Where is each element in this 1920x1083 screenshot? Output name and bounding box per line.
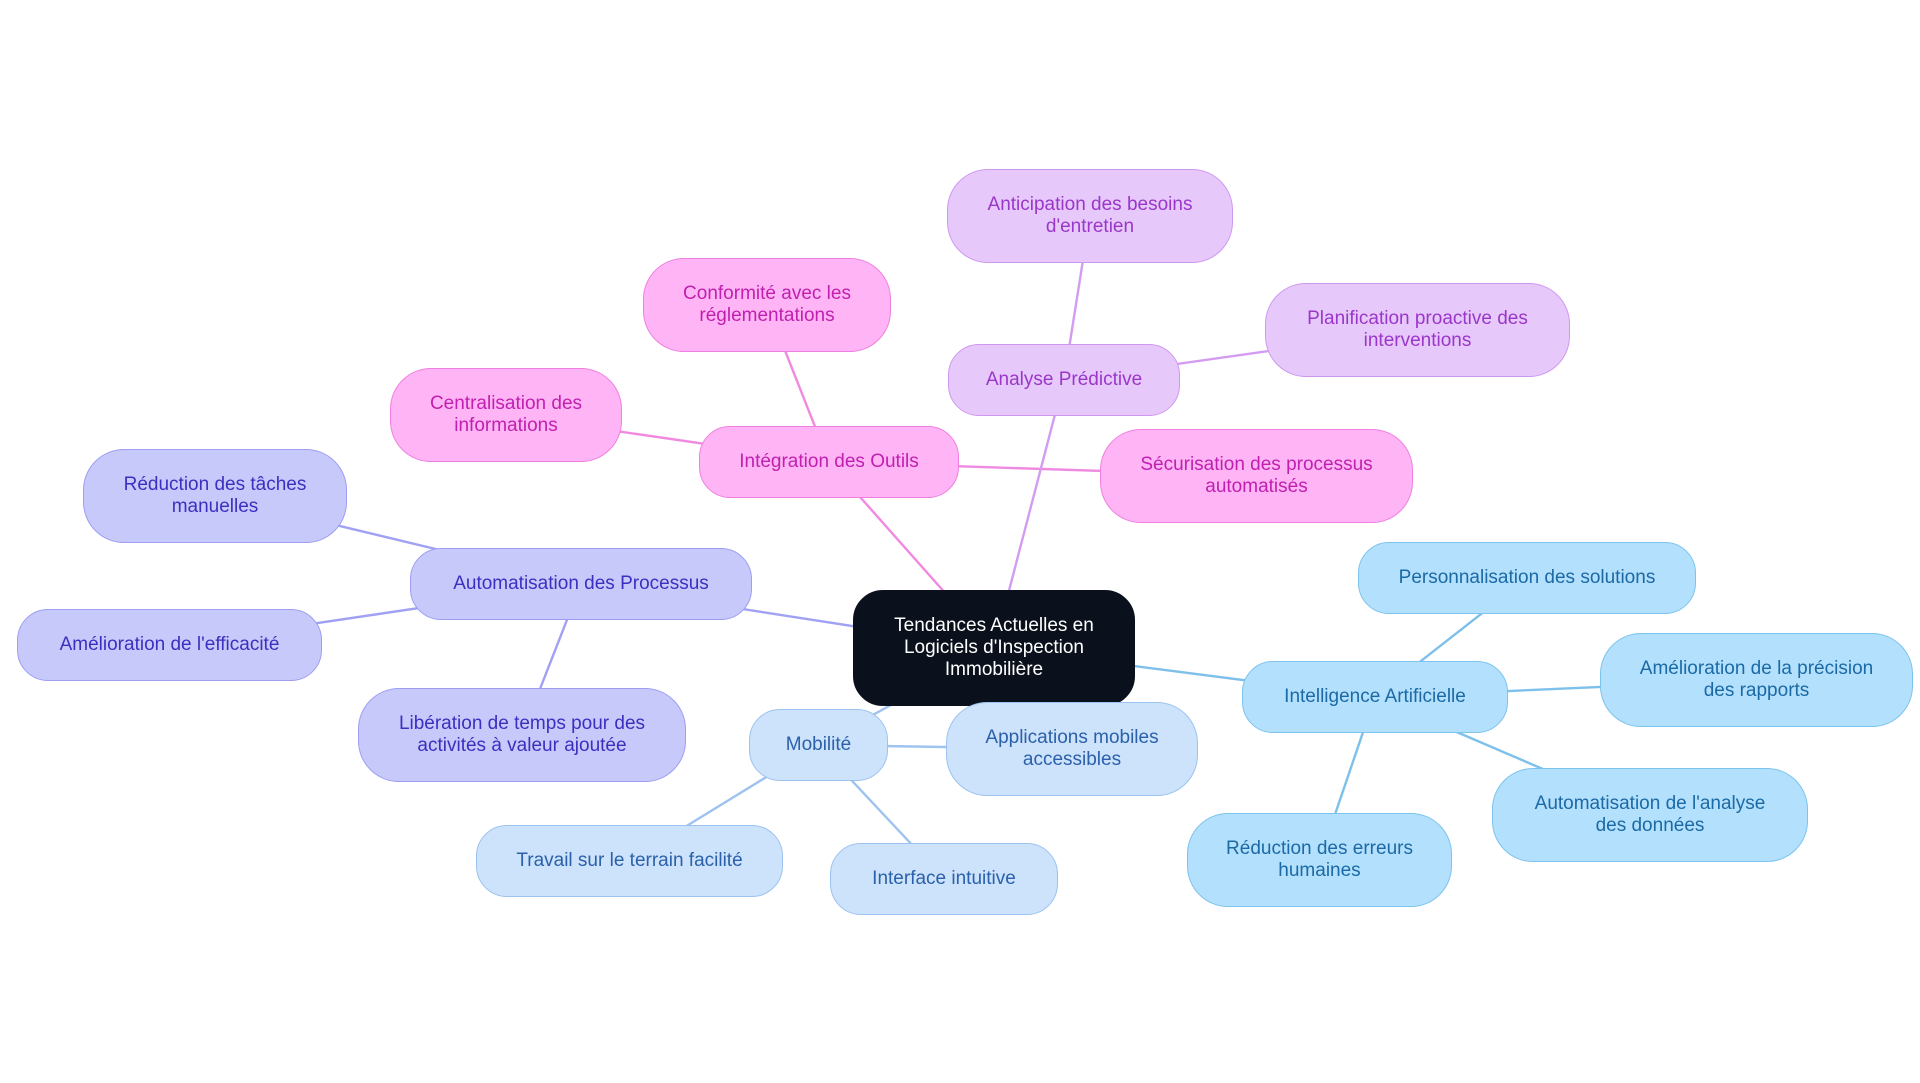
node-label-line: manuelles [171,496,259,517]
node-integration[interactable]: Intégration des Outils [699,426,959,498]
node-label-line: informations [454,415,558,436]
node-label-line: Tendances Actuelles en [894,615,1094,637]
node-label-line: interventions [1363,330,1472,351]
node-label-line: Logiciels d'Inspection [903,637,1084,659]
node-label-line: Conformité avec les [683,283,851,305]
node-label: Analyse Prédictive [986,369,1142,391]
node-interface[interactable]: Interface intuitive [830,843,1058,915]
node-personnalisation[interactable]: Personnalisation des solutions [1358,542,1696,614]
node-analyse[interactable]: Analyse Prédictive [948,344,1180,416]
node-label-line: Anticipation des besoins [987,194,1193,216]
node-terrain[interactable]: Travail sur le terrain facilité [476,825,783,897]
node-label-line: des rapports [1703,680,1810,701]
node-label-line: activités à valeur ajoutée [417,735,627,756]
node-label-line: humaines [1278,860,1361,881]
node-label-line: accessibles [1022,749,1122,770]
node-label-line: Automatisation des Processus [453,573,709,595]
node-ia[interactable]: Intelligence Artificielle [1242,661,1508,733]
node-label-line: d'entretien [1045,216,1135,237]
node-label-line: Immobilière [944,658,1044,680]
node-label-line: Interface intuitive [872,868,1016,890]
node-label-line: Mobilité [785,734,852,756]
node-label: Automatisation des Processus [453,573,709,595]
node-label: Personnalisation des solutions [1399,567,1656,589]
node-label-line: Planification proactive des [1307,308,1528,330]
node-label-line: Intelligence Artificielle [1284,686,1466,708]
node-label-line: Libération de temps pour des [398,713,646,735]
node-automatisation[interactable]: Automatisation des Processus [410,548,752,620]
node-label-line: Sécurisation des processus [1140,454,1373,476]
node-label-line: Travail sur le terrain facilité [516,850,743,872]
node-label-line: Amélioration de la précision [1639,658,1874,680]
node-label: Amélioration de l'efficacité [60,634,280,656]
node-amelioration-efficacite[interactable]: Amélioration de l'efficacité [17,609,322,681]
node-label: Mobilité [786,734,851,756]
node-mobilite[interactable]: Mobilité [749,709,888,781]
node-label-line: Réduction des erreurs [1226,838,1413,860]
node-label-line: des données [1595,815,1705,836]
node-label-line: Réduction des tâches [123,474,307,496]
node-label-line: Applications mobiles [985,727,1159,749]
node-label: Intelligence Artificielle [1284,686,1466,708]
node-label: Interface intuitive [872,868,1016,890]
node-label: Intégration des Outils [739,451,919,473]
node-label-line: Centralisation des [429,393,583,415]
node-label-line: automatisés [1205,476,1308,497]
node-label: Travail sur le terrain facilité [516,850,742,872]
node-label-line: réglementations [699,305,835,326]
node-label-line: Amélioration de l'efficacité [59,634,280,656]
node-label-line: Automatisation de l'analyse [1534,793,1766,815]
node-label-line: Intégration des Outils [739,451,919,473]
node-label-line: Analyse Prédictive [985,369,1143,391]
node-label-line: Personnalisation des solutions [1398,567,1656,589]
